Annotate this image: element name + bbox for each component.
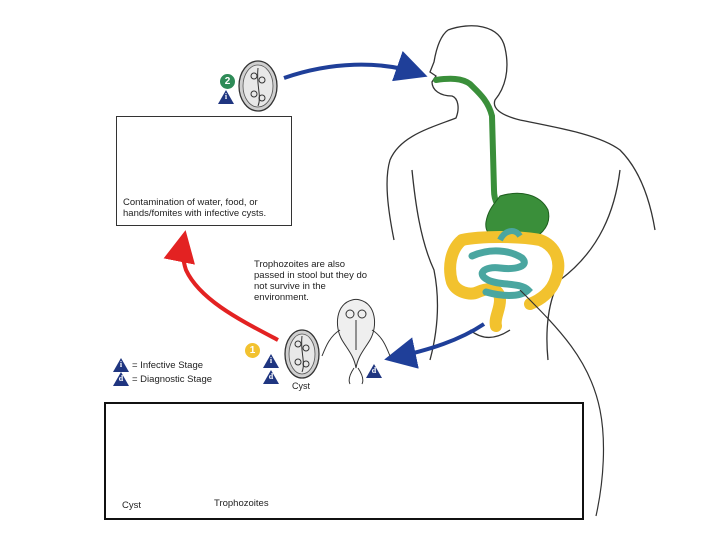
legend-infective-marker <box>113 358 129 372</box>
marker-step1-diagnostic <box>263 370 279 384</box>
legend-infective-letter: i <box>119 360 123 369</box>
marker-trophozoite-diagnostic <box>366 364 382 378</box>
marker-step2-infective <box>218 90 234 104</box>
trophozoite-note: Trophozoites are also passed in stool bu… <box>254 259 368 303</box>
step-1-badge: 1 <box>245 343 260 358</box>
contamination-box: Contamination of water, food, or hands/f… <box>116 116 292 226</box>
legend-infective-text: = Infective Stage <box>132 360 204 371</box>
legend-diagnostic-text: = Diagnostic Stage <box>132 374 213 385</box>
shedding-curve <box>519 289 605 517</box>
contamination-text: Contamination of water, food, or hands/f… <box>123 197 267 219</box>
arrow-to-contamination <box>163 230 279 342</box>
marker-tropho-diagnostic-letter: d <box>371 366 377 375</box>
marker-step1-diagnostic-letter: d <box>268 372 274 381</box>
human-body-outline <box>386 25 656 361</box>
marker-step2-letter: i <box>224 92 228 101</box>
legend-diagnostic-marker <box>113 372 129 386</box>
arrow-to-mouth <box>283 50 428 82</box>
cyst-label-top: Cyst <box>292 381 310 391</box>
digestive-tract <box>433 75 565 332</box>
marker-step1-infective-letter: i <box>269 356 273 365</box>
step-2-badge: 2 <box>220 74 235 89</box>
marker-step1-infective <box>263 354 279 368</box>
cyst-illustration-step1 <box>284 329 320 379</box>
trophozoites-label: Trophozoites <box>214 498 269 509</box>
legend-diagnostic-letter: d <box>118 374 124 383</box>
trophozoite-development-panel: Cyst Trophozoites <box>104 402 584 520</box>
arrow-to-stool <box>384 322 486 369</box>
cyst-label-bottom: Cyst <box>122 500 141 511</box>
cyst-illustration-step2 <box>238 60 278 112</box>
trophozoite-illustration-diagnostic <box>321 298 391 385</box>
